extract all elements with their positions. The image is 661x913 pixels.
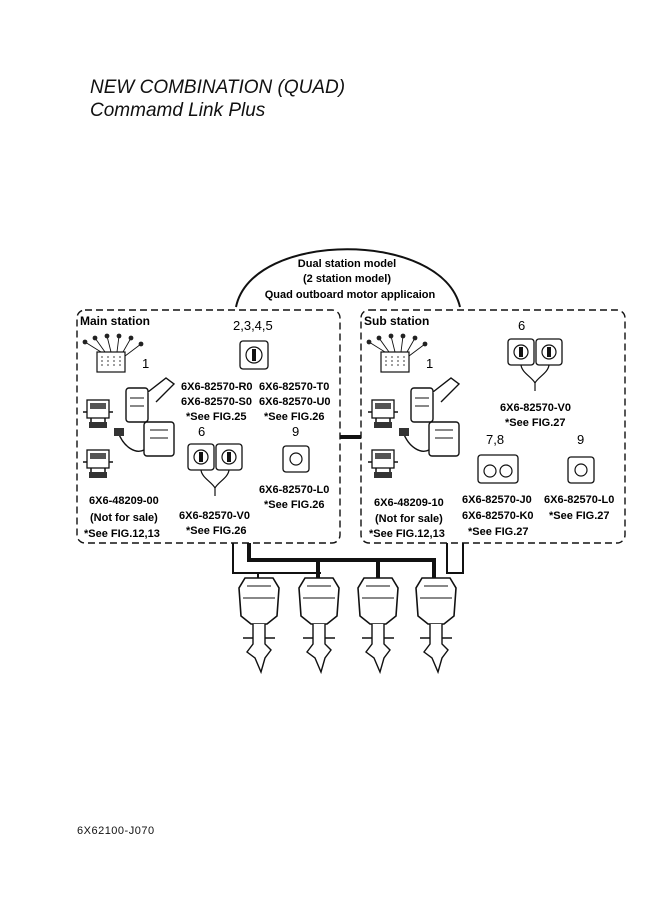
main-stop-switch-icon — [282, 445, 310, 473]
sub-station-label: Sub station — [364, 314, 429, 328]
main-station-box — [76, 309, 341, 544]
main-key-switch-icon — [239, 340, 269, 370]
footer-code: 6X62100-J070 — [77, 825, 155, 837]
main-parts-a-1: 6X6-82570-R0 — [181, 381, 253, 393]
main-callout-1: 1 — [142, 356, 149, 371]
engine-cables — [232, 543, 464, 580]
main-parts-remote-2: (Not for sale) — [90, 512, 158, 524]
main-ecu-upper-icon — [82, 399, 114, 429]
main-parts-b-3: *See FIG.26 — [264, 411, 325, 423]
sub-hub-icon — [366, 333, 428, 373]
outboard-engine-2-icon — [298, 577, 340, 673]
outboard-engine-1-icon — [238, 577, 280, 673]
sub-remote-control-icon — [398, 377, 460, 457]
dual-station-arch — [235, 248, 461, 308]
page-title: NEW COMBINATION (QUAD) Commamd Link Plus — [90, 76, 345, 122]
dual-station-line-3: Quad outboard motor applicaion — [265, 289, 436, 301]
main-station-label: Main station — [80, 314, 150, 328]
sub-parts-l-2: *See FIG.27 — [549, 510, 610, 522]
main-parts-a-3: *See FIG.25 — [186, 411, 247, 423]
sub-callout-1: 1 — [426, 356, 433, 371]
main-parts-l-2: *See FIG.26 — [264, 499, 325, 511]
outboard-engine-4-icon — [415, 577, 457, 673]
sub-callout-78: 7,8 — [486, 432, 504, 447]
main-parts-l-1: 6X6-82570-L0 — [259, 484, 329, 496]
sub-parts-jk-2: 6X6-82570-K0 — [462, 510, 534, 522]
main-remote-control-icon — [113, 377, 175, 457]
main-hub-icon — [81, 333, 144, 373]
title-line-2: Commamd Link Plus — [90, 100, 266, 121]
sub-callout-6: 6 — [518, 318, 525, 333]
main-parts-v-2: *See FIG.26 — [186, 525, 247, 537]
main-parts-a-2: 6X6-82570-S0 — [181, 396, 252, 408]
sub-parts-remote-2: (Not for sale) — [375, 513, 443, 525]
main-dual-key-switch-icon — [187, 443, 243, 497]
main-parts-v-1: 6X6-82570-V0 — [179, 510, 250, 522]
main-parts-b-1: 6X6-82570-T0 — [259, 381, 329, 393]
main-callout-9: 9 — [292, 424, 299, 439]
sub-parts-remote-1: 6X6-48209-10 — [374, 497, 444, 509]
main-parts-b-2: 6X6-82570-U0 — [259, 396, 331, 408]
sub-parts-jk-1: 6X6-82570-J0 — [462, 494, 532, 506]
main-parts-remote-1: 6X6-48209-00 — [89, 495, 159, 507]
sub-ecu-lower-icon — [367, 449, 399, 479]
sub-parts-jk-3: *See FIG.27 — [468, 526, 529, 538]
sub-parts-v-1: 6X6-82570-V0 — [500, 402, 571, 414]
title-line-1: NEW COMBINATION (QUAD) — [90, 77, 346, 98]
dual-station-line-2: (2 station model) — [303, 273, 391, 285]
sub-dual-key-switch-icon — [507, 338, 563, 392]
sub-callout-9: 9 — [577, 432, 584, 447]
sub-parts-remote-3: *See FIG.12,13 — [369, 528, 445, 540]
outboard-engine-3-icon — [357, 577, 399, 673]
main-callout-2345: 2,3,4,5 — [233, 318, 273, 333]
main-ecu-lower-icon — [82, 449, 114, 479]
sub-parts-v-2: *See FIG.27 — [505, 417, 566, 429]
sub-trim-switch-icon — [477, 454, 519, 484]
sub-station-box — [360, 309, 626, 544]
main-parts-remote-3: *See FIG.12,13 — [84, 528, 160, 540]
sub-stop-switch-icon — [567, 456, 595, 484]
sub-parts-l-1: 6X6-82570-L0 — [544, 494, 614, 506]
dual-station-line-1: Dual station model — [298, 258, 396, 270]
sub-ecu-upper-icon — [367, 399, 399, 429]
main-callout-6: 6 — [198, 424, 205, 439]
